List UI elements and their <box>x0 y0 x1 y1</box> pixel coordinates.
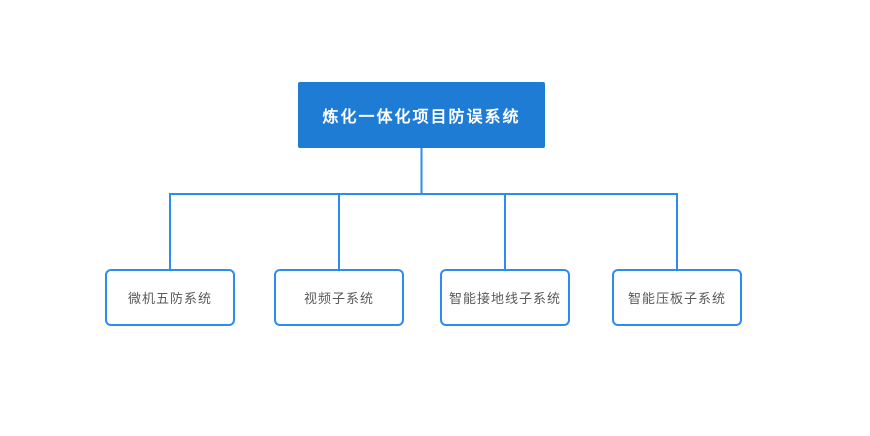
child-node-label: 智能接地线子系统 <box>448 291 561 306</box>
child-node-weiji-wufang[interactable]: 微机五防系统 <box>105 269 235 326</box>
child-node-jiedixian[interactable]: 智能接地线子系统 <box>440 269 570 326</box>
child-node-label: 微机五防系统 <box>127 291 212 306</box>
root-node[interactable]: 炼化一体化项目防误系统 <box>298 82 545 148</box>
root-node-label: 炼化一体化项目防误系统 <box>322 109 521 126</box>
child-node-shipin[interactable]: 视频子系统 <box>274 269 404 326</box>
child-node-label: 视频子系统 <box>303 291 374 306</box>
child-node-label: 智能压板子系统 <box>627 291 726 306</box>
child-node-yaban[interactable]: 智能压板子系统 <box>612 269 742 326</box>
